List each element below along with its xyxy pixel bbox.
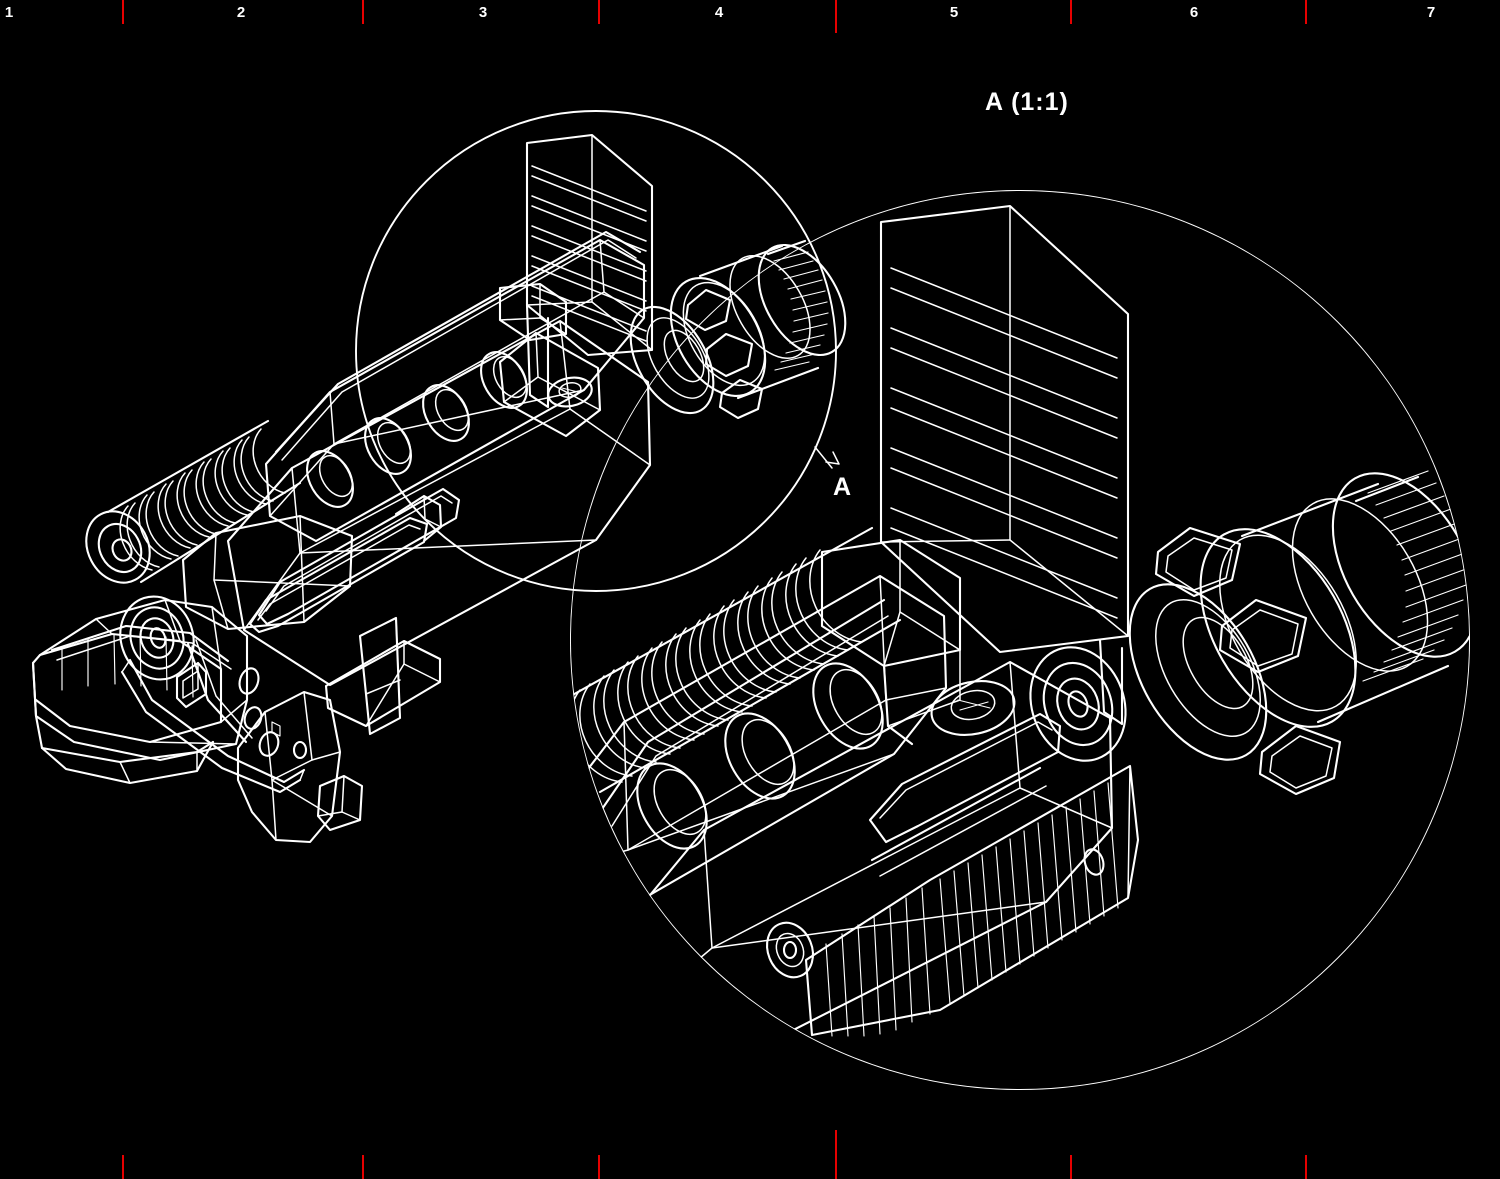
ruler-tick [122,1155,124,1179]
barrel-coil-shroud [85,419,302,584]
detail-ladder-rungs [890,267,1118,619]
ruler-tick [835,0,837,33]
ruler-tick [598,0,600,24]
ruler-tick [835,1130,837,1179]
ladder-sight [498,133,654,409]
ruler-number: 2 [236,4,246,21]
detail-heatsink [804,764,1140,1037]
muzzle-ports [684,288,764,420]
ruler-number: 5 [949,4,959,21]
ruler-number: 1 [4,4,14,21]
detail-coil-rings [570,549,863,783]
ruler-tick [122,0,124,24]
ruler-tick [1305,0,1307,24]
ruler-number: 6 [1189,4,1199,21]
ruler-tick [362,1155,364,1179]
mount-bracket [498,331,602,438]
ruler-number: 4 [714,4,724,21]
detail-ladder-sight [879,204,1130,726]
pistol-grip [236,616,402,844]
detail-callout-circle [355,110,840,592]
charging-handle [248,494,443,634]
ruler-number: 7 [1426,4,1436,21]
upper-handguard [264,230,646,543]
handguard-vents [306,351,528,508]
muzzle-device [629,239,847,420]
ruler-tick [1305,1155,1307,1179]
heatsink-fins [825,782,1119,1037]
detail-coil-shroud [570,526,902,794]
detail-sight-base [820,538,962,746]
ruler-tick [598,1155,600,1179]
ruler-tick [1070,1155,1072,1179]
detail-view-title: A (1:1) [985,88,1069,116]
ruler-number: 3 [478,4,488,21]
ruler-tick [362,0,364,24]
detail-callout-letter: A [833,473,852,501]
detail-pivot-cluster [766,646,1127,979]
coil-rings [119,428,286,571]
detail-knurl-lines [1362,470,1467,682]
main-assembly-view [31,133,847,844]
detail-muzzle-ports [1154,526,1342,796]
stock-assembly [31,598,280,785]
detail-muzzle-device [1128,470,1470,796]
detail-lower-receiver [644,660,1114,1058]
detail-view-a [570,190,1470,1090]
ladder-rungs [531,165,647,342]
knurl-lines [773,251,829,371]
ruler-tick [1070,0,1072,24]
